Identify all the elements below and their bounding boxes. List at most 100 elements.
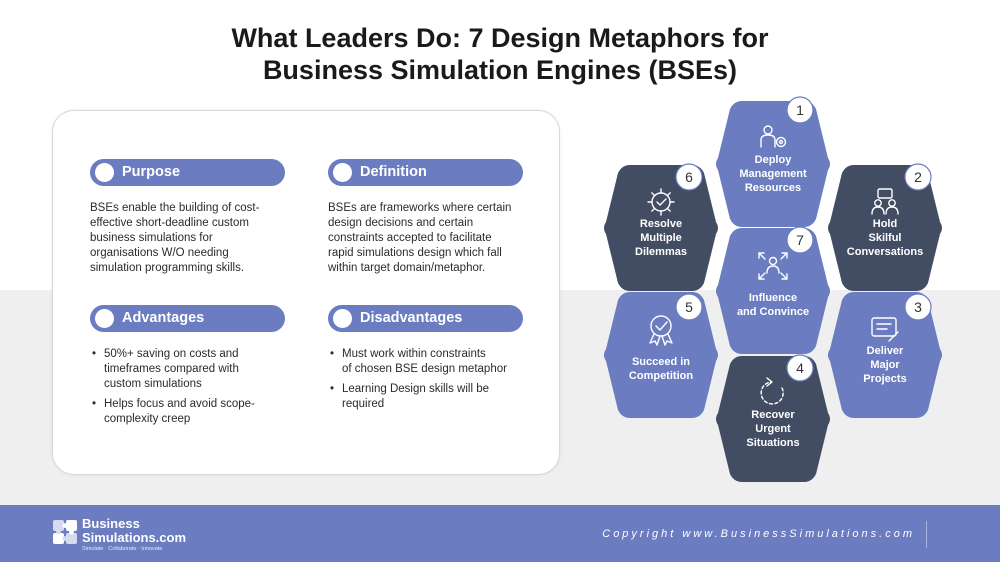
disadvantages-heading-text: Disadvantages — [360, 310, 463, 326]
title-line-1: What Leaders Do: 7 Design Metaphors for — [231, 23, 769, 53]
badge-number: 6 — [685, 169, 693, 185]
hexagon-shape — [716, 101, 830, 227]
list-item: 50%+ saving on costs and timeframes comp… — [90, 347, 295, 392]
badge-number: 4 — [796, 360, 804, 376]
list-item-line: Must work within constraints — [342, 348, 486, 360]
definition-line: rapid simulations design which fall — [328, 247, 502, 259]
advantages-dot-icon — [95, 309, 114, 328]
logo-line-1: Business — [82, 516, 140, 531]
hexagon-shape — [716, 356, 830, 482]
purpose-heading-text: Purpose — [122, 164, 181, 180]
hexagon-label: Situations — [746, 437, 799, 449]
purpose-line: organisations W/O needing — [90, 247, 229, 259]
logo-wordmark: Business Simulations.com — [82, 517, 186, 545]
hexagon-label: Dilemmas — [635, 246, 687, 258]
definition-line: design decisions and certain — [328, 217, 474, 229]
hexagon-label: Projects — [863, 373, 906, 385]
badge-number: 5 — [685, 299, 693, 315]
hexagon-5: Succeed in Competition 5 — [604, 292, 718, 418]
definition-line: constraints accepted to facilitate — [328, 232, 492, 244]
puzzle-logo-icon — [53, 520, 77, 544]
hexagon-shape — [604, 165, 718, 291]
copyright-text: Copyright www.BusinessSimulations.com — [602, 528, 915, 540]
award-badge-icon — [649, 315, 673, 346]
page-title: What Leaders Do: 7 Design Metaphors for … — [0, 22, 1000, 86]
hexagon-label: Major — [870, 359, 900, 371]
manager-gear-icon — [760, 125, 787, 148]
hexagon-shape — [604, 292, 718, 418]
list-item-line: Learning Design skills will be — [342, 383, 490, 395]
hexagon-label: Hold — [873, 218, 897, 230]
definition-heading: Definition — [328, 159, 523, 186]
list-item-line: required — [342, 398, 385, 410]
number-badge: 2 — [904, 163, 932, 191]
definition-line: within target domain/metaphor. — [328, 262, 486, 274]
badge-number: 3 — [914, 299, 922, 315]
disadvantages-heading: Disadvantages — [328, 305, 523, 332]
conversation-icon — [871, 188, 899, 215]
list-item-line: timeframes compared with — [104, 363, 239, 375]
advantages-heading-text: Advantages — [122, 310, 205, 326]
hexagon-label: Skilful — [868, 232, 901, 244]
badge-number: 7 — [796, 232, 804, 248]
number-badge: 1 — [786, 96, 814, 124]
purpose-line: BSEs enable the building of cost- — [90, 202, 260, 214]
list-item-line: of chosen BSE design metaphor — [342, 363, 507, 375]
badge-number: 1 — [796, 102, 804, 118]
number-badge: 5 — [675, 293, 703, 321]
definition-heading-text: Definition — [360, 164, 427, 180]
disadvantages-list: Must work within constraints of chosen B… — [328, 347, 533, 417]
hexagon-shape — [828, 165, 942, 291]
project-board-icon — [871, 317, 899, 342]
purpose-text: BSEs enable the building of cost- effect… — [90, 201, 290, 276]
list-item-line: custom simulations — [104, 378, 202, 390]
definition-line: BSEs are frameworks where certain — [328, 202, 512, 214]
hexagon-label: Succeed in — [632, 356, 690, 368]
advantages-heading: Advantages — [90, 305, 285, 332]
definition-dot-icon — [333, 163, 352, 182]
hexagon-label: Recover — [751, 409, 795, 421]
hexagon-label: Management — [739, 168, 807, 180]
hexagon-shape — [828, 292, 942, 418]
footer: Business Simulations.com Simulate · Coll… — [0, 505, 1000, 562]
hexagon-label: Conversations — [847, 246, 923, 258]
info-card: Purpose Definition BSEs enable the build… — [52, 110, 560, 475]
definition-text: BSEs are frameworks where certain design… — [328, 201, 538, 276]
gear-check-icon — [647, 188, 675, 216]
purpose-line: business simulations for — [90, 232, 213, 244]
number-badge: 6 — [675, 163, 703, 191]
hexagon-label: Resolve — [640, 218, 682, 230]
hexagon-label: Resources — [745, 182, 801, 194]
list-item: Learning Design skills will be required — [328, 382, 533, 412]
hexagon-label: Deliver — [867, 345, 904, 357]
purpose-heading: Purpose — [90, 159, 285, 186]
purpose-line: simulation programming skills. — [90, 262, 245, 274]
list-item-line: 50%+ saving on costs and — [104, 348, 239, 360]
number-badge: 3 — [904, 293, 932, 321]
hexagon-label: Influence — [749, 292, 797, 304]
influence-arrows-icon — [758, 252, 788, 280]
badge-number: 2 — [914, 169, 922, 185]
list-item-line: complexity creep — [104, 413, 191, 425]
hexagon-label: Multiple — [640, 232, 682, 244]
logo-tagline: Simulate · Collaborate · Innovate — [82, 546, 163, 552]
advantages-list: 50%+ saving on costs and timeframes comp… — [90, 347, 295, 432]
recover-arrow-icon — [760, 377, 784, 405]
purpose-dot-icon — [95, 163, 114, 182]
number-badge: 4 — [786, 354, 814, 382]
hexagon-shape — [716, 228, 830, 354]
number-badge: 7 — [786, 226, 814, 254]
logo-line-2: Simulations.com — [82, 530, 187, 545]
purpose-line: effective short-deadline custom — [90, 217, 249, 229]
title-line-2: Business Simulation Engines (BSEs) — [262, 55, 738, 85]
hexagon-label: Competition — [629, 370, 693, 382]
disadvantages-dot-icon — [333, 309, 352, 328]
hexagon-label: Urgent — [755, 423, 791, 435]
